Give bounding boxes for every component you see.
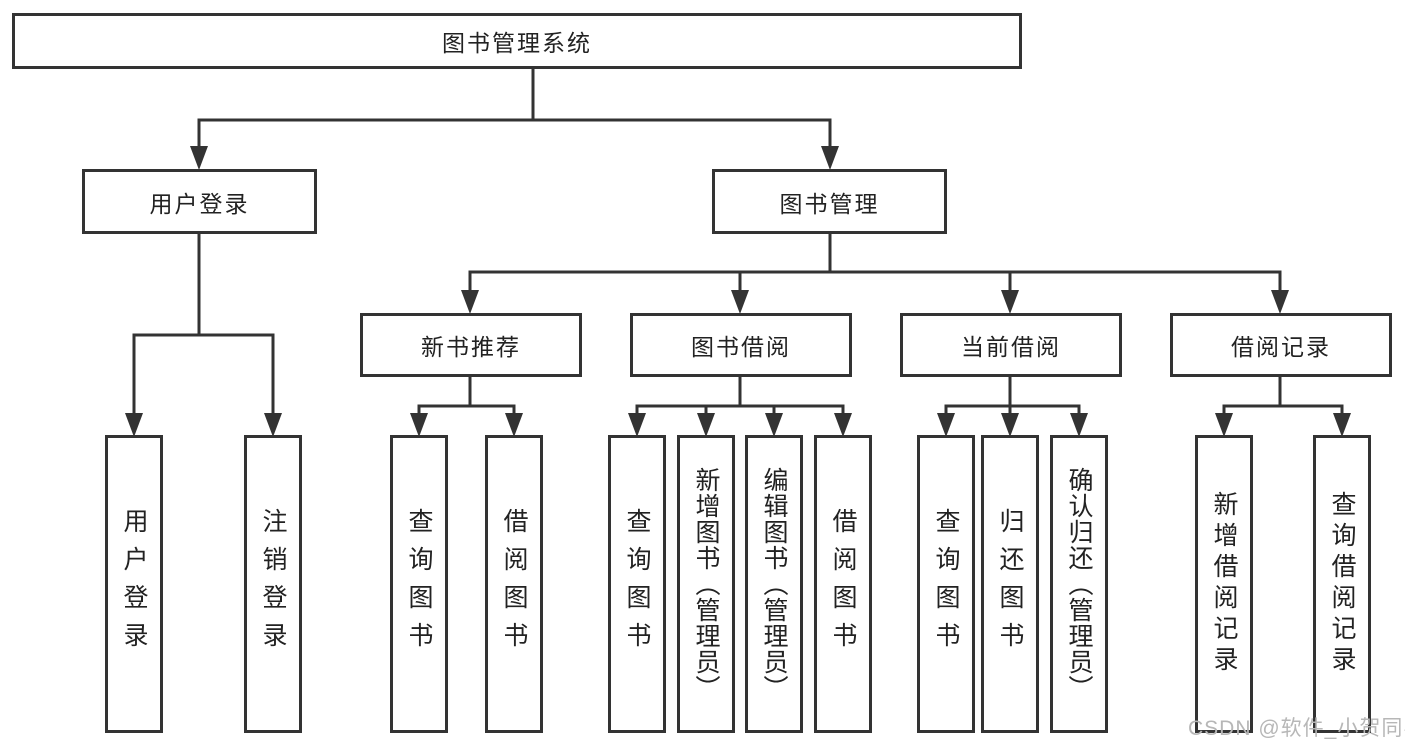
leaf-borrow-query-book: 查询图书: [608, 435, 666, 733]
leaf-borrow-book-label: 借阅图书: [829, 508, 857, 660]
leaf-recommend-query-book-label: 查询图书: [405, 508, 433, 660]
leaf-query-borrow-record-label: 查询借阅记录: [1328, 491, 1356, 677]
leaf-edit-book-admin-label: 编辑图书（管理员）: [760, 467, 788, 701]
leaf-edit-book-admin: 编辑图书（管理员）: [745, 435, 803, 733]
watermark-text: CSDN @软件_小贺同学: [1188, 717, 1405, 740]
node-borrow-records-label: 借阅记录: [1231, 334, 1331, 360]
leaf-confirm-return-admin: 确认归还（管理员）: [1050, 435, 1108, 733]
node-book-management: 图书管理: [712, 169, 947, 234]
leaf-return-book-label: 归还图书: [996, 508, 1024, 660]
leaf-borrow-query-book-label: 查询图书: [623, 508, 651, 660]
leaf-recommend-query-book: 查询图书: [390, 435, 448, 733]
leaf-current-query-book: 查询图书: [917, 435, 975, 733]
node-new-book-recommend: 新书推荐: [360, 313, 582, 377]
node-user-login-label: 用户登录: [149, 190, 250, 217]
leaf-logout-label: 注销登录: [259, 508, 287, 660]
leaf-user-login: 用户登录: [105, 435, 163, 733]
leaf-user-login-label: 用户登录: [120, 508, 148, 660]
leaf-add-book-admin-label: 新增图书（管理员）: [692, 467, 720, 701]
node-root: 图书管理系统: [12, 13, 1022, 69]
node-root-label: 图书管理系统: [442, 30, 592, 56]
node-current-borrow: 当前借阅: [900, 313, 1122, 377]
leaf-logout: 注销登录: [244, 435, 302, 733]
node-borrow-records: 借阅记录: [1170, 313, 1392, 377]
leaf-add-book-admin: 新增图书（管理员）: [677, 435, 735, 733]
leaf-recommend-borrow-book-label: 借阅图书: [500, 508, 528, 660]
node-book-borrow: 图书借阅: [630, 313, 852, 377]
node-book-management-label: 图书管理: [779, 190, 880, 217]
node-current-borrow-label: 当前借阅: [961, 334, 1061, 360]
leaf-query-borrow-record: 查询借阅记录: [1313, 435, 1371, 733]
leaf-return-book: 归还图书: [981, 435, 1039, 733]
node-book-borrow-label: 图书借阅: [691, 334, 791, 360]
node-user-login: 用户登录: [82, 169, 317, 234]
leaf-borrow-book: 借阅图书: [814, 435, 872, 733]
leaf-confirm-return-admin-label: 确认归还（管理员）: [1065, 467, 1093, 701]
leaf-add-borrow-record-label: 新增借阅记录: [1210, 491, 1238, 677]
leaf-recommend-borrow-book: 借阅图书: [485, 435, 543, 733]
node-new-book-recommend-label: 新书推荐: [421, 334, 521, 360]
leaf-current-query-book-label: 查询图书: [932, 508, 960, 660]
leaf-add-borrow-record: 新增借阅记录: [1195, 435, 1253, 733]
